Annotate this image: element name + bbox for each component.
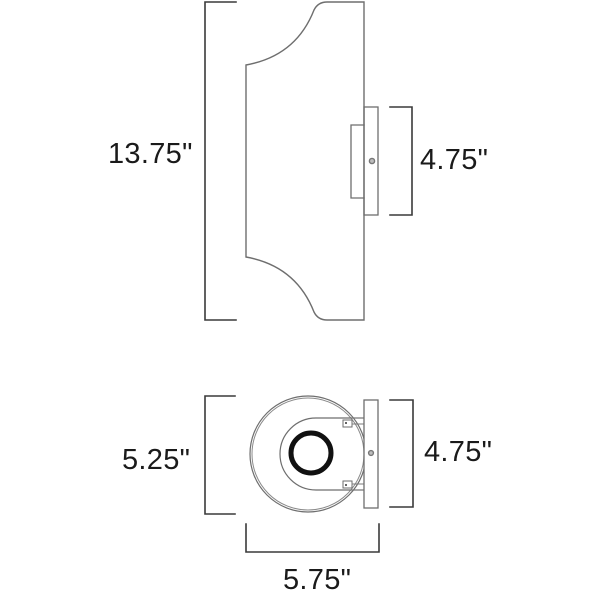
clip-rails: [351, 417, 365, 491]
side-height-label: 13.75": [108, 138, 193, 170]
fixture-body-outline: [245, 1, 365, 321]
backplate-dimension-bracket: [389, 106, 413, 216]
upper-clip: [342, 419, 353, 428]
backplate-dimension-bracket-top: [389, 399, 414, 508]
mounting-block: [350, 124, 365, 199]
lower-clip-screw: [345, 484, 347, 486]
width-dimension-bracket: [245, 523, 380, 553]
top-backplate-label: 4.75": [424, 436, 493, 468]
top-depth-label: 5.25": [122, 444, 191, 476]
height-dimension-bracket: [204, 1, 237, 321]
upper-clip-screw: [345, 422, 347, 424]
screw-icon: [368, 157, 376, 165]
depth-dimension-bracket: [204, 395, 236, 515]
fixture-outer-circle-inner: [251, 397, 365, 511]
mount-arm-outline: [279, 417, 365, 491]
lower-clip: [342, 480, 353, 489]
side-view: [204, 1, 413, 321]
top-width-label: 5.75": [283, 564, 352, 596]
side-backplate-label: 4.75": [420, 144, 489, 176]
fixture-outer-circle: [249, 395, 367, 513]
lamp-ring: [288, 430, 334, 476]
screw-icon: [367, 449, 375, 457]
backplate-outer: [363, 106, 379, 216]
top-view: [204, 395, 414, 553]
